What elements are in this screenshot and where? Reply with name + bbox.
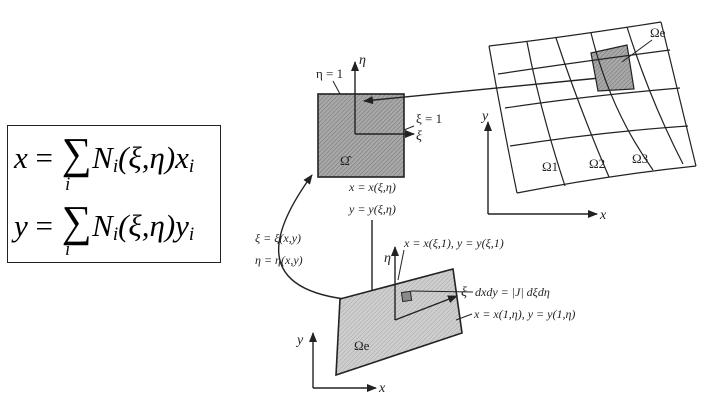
eq-x-lhs: x xyxy=(14,140,28,175)
mesh-column-line xyxy=(660,21,697,167)
edge-right-leader xyxy=(455,313,473,321)
mesh-row-line xyxy=(497,49,671,75)
jacobian-leader xyxy=(410,290,474,293)
omega-hat-label: Ω̂ xyxy=(340,153,353,168)
eq-y-sum-index: i xyxy=(65,239,71,260)
mesh-column-line xyxy=(590,32,654,171)
eta-axis-bottom-label: η xyxy=(384,251,391,266)
x-axis-right-label: x xyxy=(599,208,607,223)
omega-e-bottom-label: Ωe xyxy=(354,338,370,353)
inverse-map-curve xyxy=(278,174,354,301)
omega-2-label: Ω2 xyxy=(589,156,605,171)
physical-element: η ξ Ωe xyxy=(335,246,467,377)
y-axis-bottom-label: y xyxy=(295,333,304,348)
xi-eq-1-label: ξ = 1 xyxy=(416,111,442,126)
eq-x-sum-index: i xyxy=(65,174,71,195)
eta-eq-1-label: η = 1 xyxy=(316,66,343,81)
mesh-to-parent-arrow xyxy=(363,76,611,105)
eq-x-shape-fn: N xyxy=(92,140,113,175)
parent-element: η = 1 η ξ = 1 ξ Ω̂ x = x(ξ,η) y = y(ξ,η) xyxy=(316,53,442,216)
edge-right-label: x = x(1,η), y = y(1,η) xyxy=(473,307,575,321)
map-x-label: x = x(ξ,η) xyxy=(348,180,396,194)
mesh-highlighted-element xyxy=(590,44,635,92)
map-y-label: y = y(ξ,η) xyxy=(348,202,396,216)
physical-quad xyxy=(335,267,463,377)
eq-x-shape-sub: i xyxy=(112,156,119,178)
eq-y-var-sub: i xyxy=(188,224,195,246)
mesh-row-line xyxy=(504,87,681,109)
eq-y-shape-sub: i xyxy=(112,224,119,246)
x-mapping-equation: x = ∑Ni(ξ,η)xi xyxy=(14,129,195,178)
eq-x-var: x xyxy=(175,140,189,175)
differential-element xyxy=(400,290,413,303)
eta-axis-top-label: η xyxy=(359,53,366,68)
omega-e-top-leader xyxy=(621,39,653,63)
eta-eq-1-leader xyxy=(332,80,341,95)
mesh-column-line xyxy=(626,26,684,165)
eq-x-args: (ξ,η) xyxy=(118,140,176,175)
mesh-column-line xyxy=(526,41,566,187)
eq-x-var-sub: i xyxy=(188,156,195,178)
omega-1-label: Ω1 xyxy=(542,159,558,174)
mesh-row-line xyxy=(516,165,697,194)
y-mapping-equation: y = ∑Ni(ξ,η)yi xyxy=(14,197,195,246)
omega-3-label: Ω3 xyxy=(632,151,648,166)
x-axis-bottom-label: x xyxy=(378,381,386,396)
mesh-row-line xyxy=(509,125,689,147)
eq-y-lhs: y xyxy=(14,208,28,243)
sum-symbol: ∑ xyxy=(61,197,92,246)
mesh-row-line xyxy=(488,21,662,47)
xi-axis-bottom-label: ξ xyxy=(461,285,467,300)
y-axis-right-label: y xyxy=(480,109,489,124)
eq-y-args: (ξ,η) xyxy=(118,208,176,243)
jacobian-label: dxdy = |J| dξdη xyxy=(475,285,550,299)
edge-top-leader xyxy=(397,249,405,281)
xi-axis-top-label: ξ xyxy=(416,129,422,144)
edge-top-label: x = x(ξ,1), y = y(ξ,1) xyxy=(403,236,504,250)
inverse-xi-label: ξ = ξ(x,y) xyxy=(255,231,301,245)
xi-eq-1-leader xyxy=(403,125,415,131)
xi-axis-bottom xyxy=(394,295,458,321)
mesh-column-line xyxy=(555,37,610,178)
physical-mesh xyxy=(488,21,697,194)
sum-symbol: ∑ xyxy=(61,129,92,178)
parent-square xyxy=(317,93,405,178)
equation-box: x = ∑Ni(ξ,η)xi i y = ∑Ni(ξ,η)yi i xyxy=(7,125,221,263)
eq-y-var: y xyxy=(175,208,189,243)
omega-e-top-label: Ωe xyxy=(650,25,666,40)
eq-y-shape-fn: N xyxy=(92,208,113,243)
mesh-column-line xyxy=(488,45,518,194)
inverse-eta-label: η = η(x,y) xyxy=(255,253,303,267)
